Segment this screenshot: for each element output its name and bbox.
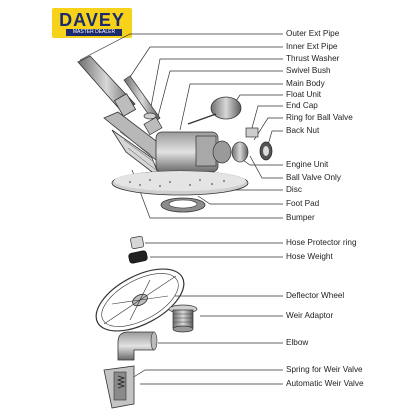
leader-end-cap (251, 105, 283, 129)
main-body-part (103, 111, 219, 180)
label-disc: Disc (286, 185, 302, 194)
label-main-body: Main Body (286, 79, 325, 88)
leader-thrust-washer (149, 58, 283, 113)
deflector-wheel-part (95, 268, 185, 332)
label-end-cap: End Cap (286, 101, 318, 110)
leader-outer-ext-pipe (79, 33, 283, 61)
label-ball-valve-only: Ball Valve Only (286, 173, 341, 182)
spring-for-weir-valve-part (116, 375, 126, 389)
label-weir-adaptor: Weir Adaptor (286, 311, 334, 320)
swivel-bush-part (143, 116, 163, 136)
elbow-part (117, 331, 158, 361)
leader-main-body (179, 83, 283, 131)
label-hose-weight: Hose Weight (286, 252, 333, 261)
label-hose-protector-ring: Hose Protector ring (286, 238, 357, 247)
label-back-nut: Back Nut (286, 126, 320, 135)
label-deflector-wheel: Deflector Wheel (286, 291, 345, 300)
davey-logo: DAVEY MASTER DEALER (52, 8, 132, 38)
label-elbow: Elbow (286, 338, 309, 347)
label-bumper: Bumper (286, 213, 315, 222)
label-float-unit: Float Unit (286, 90, 322, 99)
inner-ext-pipe-part (123, 75, 161, 123)
leader-swivel-bush (155, 70, 283, 125)
label-engine-unit: Engine Unit (286, 160, 329, 169)
label-ring-for-ball-valve: Ring for Ball Valve (286, 113, 353, 122)
disc-part (111, 170, 249, 196)
ball-valve-part (212, 127, 273, 164)
end-cap-part (245, 127, 259, 138)
label-automatic-weir-valve: Automatic Weir Valve (286, 379, 364, 388)
hose-protector-part (130, 236, 144, 249)
logo-brand: DAVEY (59, 10, 125, 30)
leader-back-nut (267, 130, 283, 146)
leader-spring-weir (131, 369, 283, 379)
foot-pad-part (160, 197, 206, 213)
leader-ring-ball-valve (253, 117, 283, 141)
hose-weight-part (128, 250, 148, 264)
label-thrust-washer: Thrust Washer (286, 54, 340, 63)
label-inner-ext-pipe: Inner Ext Pipe (286, 42, 338, 51)
label-swivel-bush: Swivel Bush (286, 66, 331, 75)
label-spring-for-weir-valve: Spring for Weir Valve (286, 365, 363, 374)
automatic-weir-valve-part (103, 365, 135, 409)
outer-ext-pipe-part (77, 55, 137, 117)
label-outer-ext-pipe: Outer Ext Pipe (286, 29, 340, 38)
weir-adaptor-part (168, 304, 198, 333)
leader-foot-pad (197, 195, 283, 205)
leader-inner-ext-pipe (127, 46, 283, 81)
logo-tagline: MASTER DEALER (66, 29, 122, 36)
leader-ball-valve-only (249, 155, 283, 179)
float-unit-part (187, 96, 242, 125)
label-foot-pad: Foot Pad (286, 199, 320, 208)
thrust-washer-part (143, 112, 157, 120)
